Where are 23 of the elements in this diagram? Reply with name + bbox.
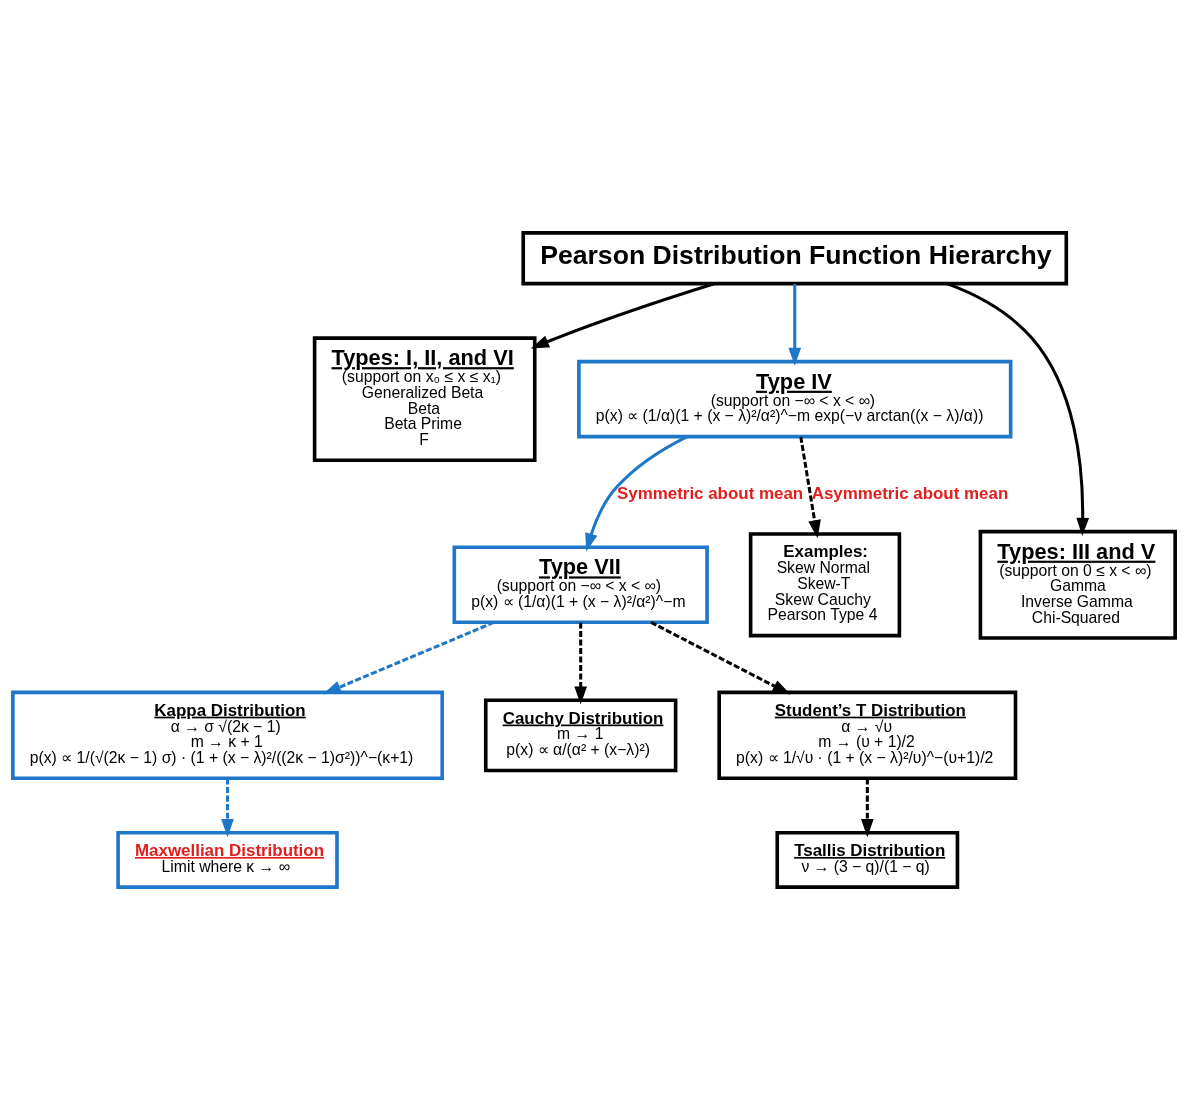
edge-label: Asymmetric about mean (811, 484, 1009, 504)
node-box: Type VII (support on −∞ < x < ∞) p(x) ∝ (1/α)(1 + (x − λ)²/α²)^−m (452, 545, 709, 625)
node-box: Maxwellian Distribution Limit where κ → ∞ (116, 830, 339, 889)
arrow (585, 435, 688, 552)
node-box: Cauchy Distribution m → 1 p(x) ∝ α/(α² + (x−λ)²) (483, 698, 678, 773)
edge-label: Symmetric about mean (616, 484, 804, 504)
arrow (799, 436, 821, 539)
arrow (861, 778, 874, 838)
node-box: Types: III and V (support on 0 ≤ x < ∞) Gamma Inverse Gamma Chi-Squared (978, 529, 1177, 640)
node-box: Examples: Skew Normal Skew-T Skew Cauchy Pearson Type 4 (748, 532, 902, 638)
arrow (574, 622, 588, 705)
node-box: Types: I, II, and VI (support on x₀ ≤ x ≤ x₁) Generalized Beta Beta Beta Prime F (312, 336, 537, 463)
node-box: Tsallis Distribution ν → (3 − q)/(1 − q) (775, 830, 960, 889)
arrow (650, 621, 791, 695)
arrow (530, 282, 715, 349)
node-box: Student’s T Distribution α → √υ m → (υ + 1)/2 p(x) ∝ 1/√υ · (1 + (x − λ)²/υ)^−(υ+1)/2 (717, 690, 1018, 781)
node-box: Type IV (support on −∞ < x < ∞) p(x) ∝ (1/α)(1 + (x − λ)²/α²)^−m exp(−ν arctan((x − λ)/α)) (577, 359, 1013, 439)
arrow (221, 778, 234, 838)
node-box: Kappa Distribution α → σ √(2κ − 1) m → κ + 1 p(x) ∝ 1/(√(2κ − 1) σ) · (1 + (x − λ)²/((2κ − 1)σ²))^−(κ+1) (11, 690, 445, 781)
arrow (946, 282, 1090, 537)
arrow (788, 283, 802, 366)
node-box: Pearson Distribution Function Hierarchy (521, 231, 1069, 286)
arrow (322, 621, 495, 695)
